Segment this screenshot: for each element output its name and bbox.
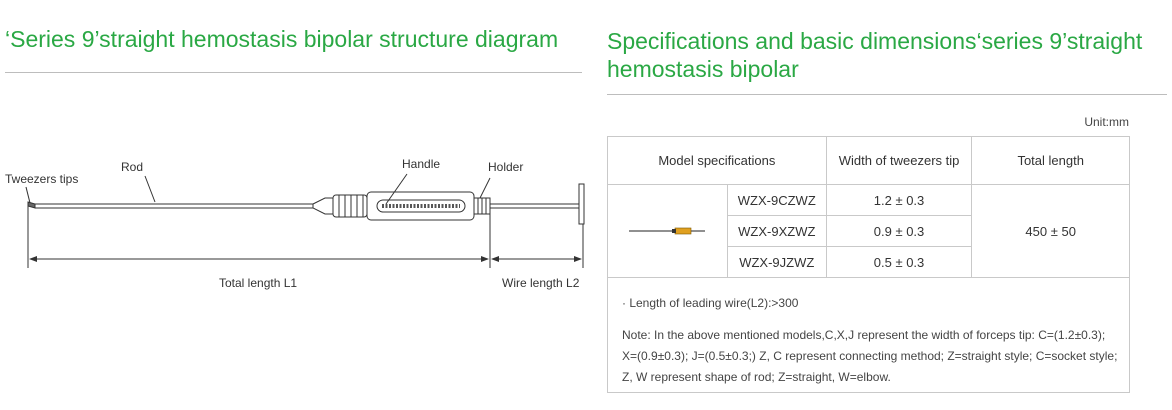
right-divider xyxy=(607,94,1167,95)
width-cell: 0.9 ± 0.3 xyxy=(825,215,973,247)
total-length-label: Total length L1 xyxy=(219,276,298,290)
table-row: WZX-9JZWZ 0.5 ± 0.3 xyxy=(608,246,1130,278)
header-width: Width of tweezers tip xyxy=(825,136,973,185)
model-cell: WZX-9JZWZ xyxy=(726,246,827,278)
product-image-cell xyxy=(607,184,728,278)
notes-box: · Length of leading wire(L2):>300 Note: … xyxy=(607,276,1130,393)
total-length-cell: 450 ± 50 xyxy=(971,184,1130,278)
knurled-nut-shape xyxy=(332,194,368,218)
model-cell: WZX-9XZWZ xyxy=(726,215,827,247)
rod-label: Rod xyxy=(121,160,144,174)
tweezers-tips-label: Tweezers tips xyxy=(5,172,79,186)
specifications-title: Specifications and basic dimensions‘seri… xyxy=(607,28,1143,82)
model-cell: WZX-9CZWZ xyxy=(726,184,827,216)
wire-length-label: Wire length L2 xyxy=(502,276,580,290)
model-note-line-1: Note: In the above mentioned models,C,X,… xyxy=(622,328,1106,342)
model-note-line-3: Z, W represent shape of rod; Z=straight,… xyxy=(622,370,891,384)
handle-label: Handle xyxy=(402,157,441,171)
structure-diagram-title: ‘Series 9’straight hemostasis bipolar st… xyxy=(5,26,559,52)
specifications-table: Model specifications Width of tweezers t… xyxy=(607,136,1130,278)
bipolar-structure-diagram xyxy=(25,173,585,268)
lead-wire-note: · Length of leading wire(L2):>300 xyxy=(622,296,799,310)
unit-label: Unit:mm xyxy=(1084,115,1129,129)
left-divider xyxy=(5,72,582,73)
table-header-row: Model specifications Width of tweezers t… xyxy=(607,136,1130,185)
width-cell: 0.5 ± 0.3 xyxy=(825,246,973,278)
holder-label: Holder xyxy=(488,160,524,174)
header-total-length: Total length xyxy=(971,136,1130,185)
model-note-line-2: X=(0.9±0.3); J=(0.5±0.3;) Z, C represent… xyxy=(622,349,1118,363)
header-model: Model specifications xyxy=(607,136,827,185)
table-row: WZX-9CZWZ 1.2 ± 0.3 450 ± 50 xyxy=(607,184,1130,278)
tweezers-tip-shape xyxy=(27,201,36,209)
plug-shape xyxy=(578,183,585,225)
width-cell: 1.2 ± 0.3 xyxy=(825,184,973,216)
bipolar-thumbnail-image xyxy=(629,227,706,234)
